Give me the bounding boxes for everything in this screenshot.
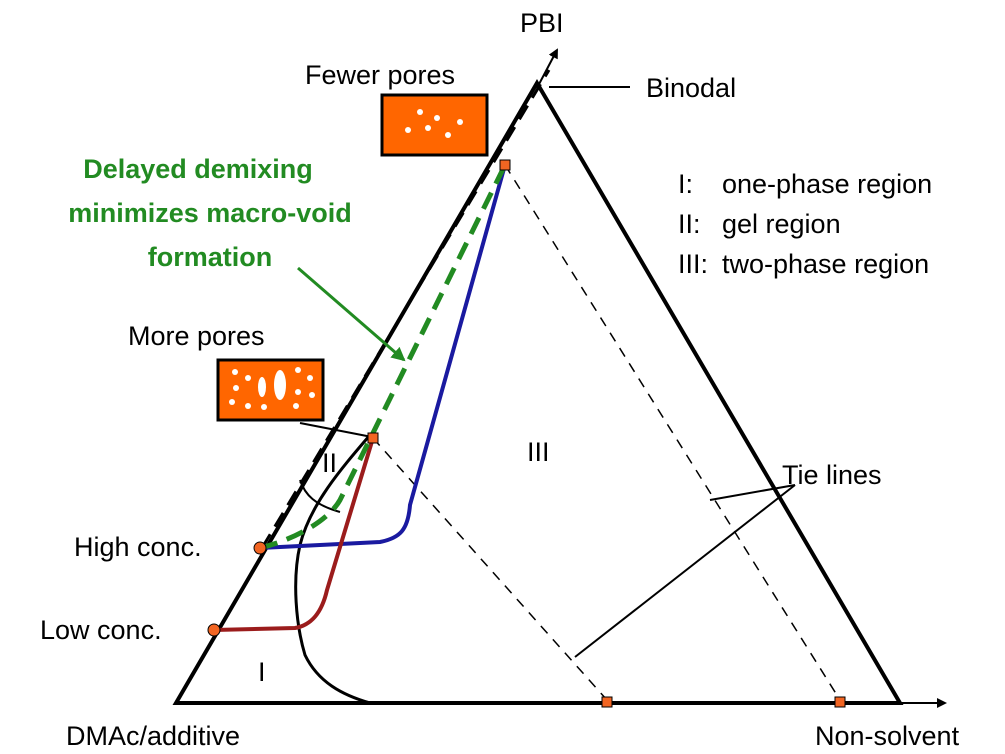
low-conc-label: Low conc. [40,615,162,645]
right-vertex-label: Non-solvent [815,721,960,751]
region-legend: I: one-phase region II: gel region III: … [678,169,932,279]
legend-text-3: two-phase region [722,249,929,279]
delayed-demixing-path [259,163,508,551]
binodal-label: Binodal [646,73,736,103]
legend-key-2: II: [678,209,701,239]
more-pores-pointer [299,422,373,438]
upper-node-marker [499,159,511,171]
region-one-label: I [258,657,266,687]
lower-node-marker [367,432,379,444]
tie-line-upper [504,164,841,701]
annotation-line-2: minimizes macro-void [68,198,352,228]
more-pores-image [216,358,325,422]
legend-text-1: one-phase region [722,169,932,199]
annotation-line-3: formation [148,242,273,272]
more-pores-label: More pores [128,321,265,351]
apex-axis-arrow [536,48,558,89]
base-node-marker-2 [834,696,846,708]
region-three-label: III [527,437,550,467]
low-conc-marker [207,623,221,637]
binodal-curve [260,69,551,549]
fewer-pores-label: Fewer pores [305,60,455,90]
high-conc-marker [253,541,267,555]
apex-label: PBI [520,8,564,38]
tie-lines-pointer-2 [574,484,796,658]
base-node-marker-1 [601,696,613,708]
left-vertex-label: DMAc/additive [66,721,240,751]
legend-key-1: I: [678,169,693,199]
high-conc-label: High conc. [74,532,202,562]
legend-key-3: III: [678,249,708,279]
low-conc-path [213,437,375,632]
high-conc-path [259,164,507,550]
tie-lines-pointer-1 [709,484,796,501]
gel-boundary-curve [294,434,372,705]
tie-line-lower [372,437,608,701]
fewer-pores-image [380,93,489,157]
gel-arc [299,479,341,513]
annotation-text: Delayed demixing minimizes macro-void fo… [68,154,352,272]
tie-lines-label: Tie lines [782,460,882,490]
annotation-line-1: Delayed demixing [83,154,313,184]
region-two-label: II [322,448,337,478]
legend-text-2: gel region [722,209,841,239]
annotation-arrow [297,266,406,362]
